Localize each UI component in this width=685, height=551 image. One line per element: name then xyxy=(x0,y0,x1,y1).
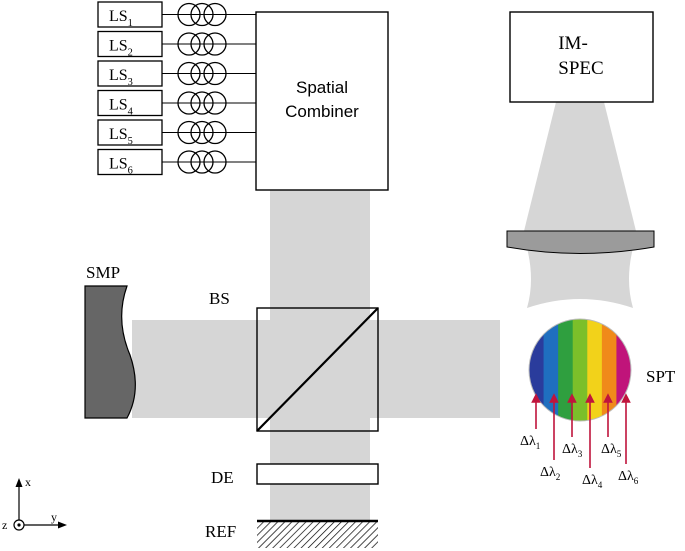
beam-splitter-label: BS xyxy=(209,289,230,308)
light-source-box xyxy=(97,30,163,58)
beam-splitter-diagonal xyxy=(256,307,379,432)
axis-y-label: y xyxy=(51,510,57,524)
spectral-stripe xyxy=(572,319,588,421)
light-source-label: LS5 xyxy=(109,126,133,147)
wavelength-label: Δλ4 xyxy=(582,473,603,490)
spectral-stripe xyxy=(543,319,559,421)
fiber-coil-icon xyxy=(190,150,214,174)
wavelength-label: Δλ1 xyxy=(520,434,540,451)
lens xyxy=(506,230,655,254)
fiber-coil-icon xyxy=(203,120,227,145)
light-source-5: LS5 xyxy=(97,119,256,147)
light-source-label: LS4 xyxy=(109,97,134,118)
reference-label: REF xyxy=(205,522,236,541)
spot-beam xyxy=(527,248,633,308)
light-source-label: LS6 xyxy=(109,156,133,177)
fiber-coil-icon xyxy=(190,32,214,56)
im-spec-label-line1: IM- xyxy=(558,33,588,54)
spectral-stripe xyxy=(558,319,574,421)
beam-splitter-cube xyxy=(256,307,379,432)
wavelength-label: Δλ2 xyxy=(540,465,561,482)
spot-label: SPT xyxy=(646,367,676,386)
axis-z-label: z xyxy=(2,518,7,532)
sample-block xyxy=(84,285,136,419)
fiber-coil-icon xyxy=(190,91,214,115)
fiber-coil-icon xyxy=(177,61,201,86)
spectral-spot xyxy=(528,318,632,422)
light-source-3: LS3 xyxy=(97,60,256,88)
horizontal-beam xyxy=(132,320,500,418)
reference-mirror-hatch xyxy=(257,522,378,548)
light-source-box xyxy=(97,148,163,176)
fiber-coil-icon xyxy=(203,150,227,174)
fiber-coil-icon xyxy=(203,91,227,115)
spatial-combiner-box xyxy=(255,11,389,191)
imaging-cone xyxy=(524,102,636,231)
light-source-label: LS1 xyxy=(109,8,133,29)
wavelength-label: Δλ6 xyxy=(618,469,639,486)
light-source-1: LS1 xyxy=(97,1,256,29)
fiber-coil-icon xyxy=(190,61,214,86)
fiber-coil-icon xyxy=(203,2,227,27)
fiber-coil-icon xyxy=(190,2,214,27)
light-source-2: LS2 xyxy=(97,30,256,59)
wavelength-label: Δλ3 xyxy=(562,442,583,459)
fiber-coil-icon xyxy=(177,2,201,27)
coordinate-axes: x y z xyxy=(2,475,67,532)
axis-x-label: x xyxy=(25,475,31,489)
combiner-label-line1: Spatial xyxy=(296,78,348,97)
spectral-stripe xyxy=(601,319,617,421)
light-source-box xyxy=(97,60,163,87)
fiber-coil-icon xyxy=(177,91,201,115)
fiber-coil-icon xyxy=(190,120,214,145)
fiber-coil-icon xyxy=(177,150,201,174)
combiner-label-line2: Combiner xyxy=(285,102,359,121)
light-source-label: LS2 xyxy=(109,38,133,59)
wavelength-label: Δλ5 xyxy=(601,442,622,459)
fiber-coil-icon xyxy=(177,32,201,56)
detector-label: DE xyxy=(211,468,234,487)
detector-element xyxy=(256,463,379,485)
light-source-label: LS3 xyxy=(109,67,133,88)
light-source-6: LS6 xyxy=(97,148,256,177)
fiber-coil-icon xyxy=(203,32,227,56)
fiber-coil-icon xyxy=(177,120,201,145)
fiber-coil-icon xyxy=(203,61,227,86)
sample-label: SMP xyxy=(86,263,120,282)
beam-paths xyxy=(132,102,636,520)
im-spec-label-line2: SPEC xyxy=(558,58,603,79)
spectral-stripe xyxy=(616,319,631,421)
light-source-4: LS4 xyxy=(97,89,256,118)
im-spec-box xyxy=(509,11,654,103)
